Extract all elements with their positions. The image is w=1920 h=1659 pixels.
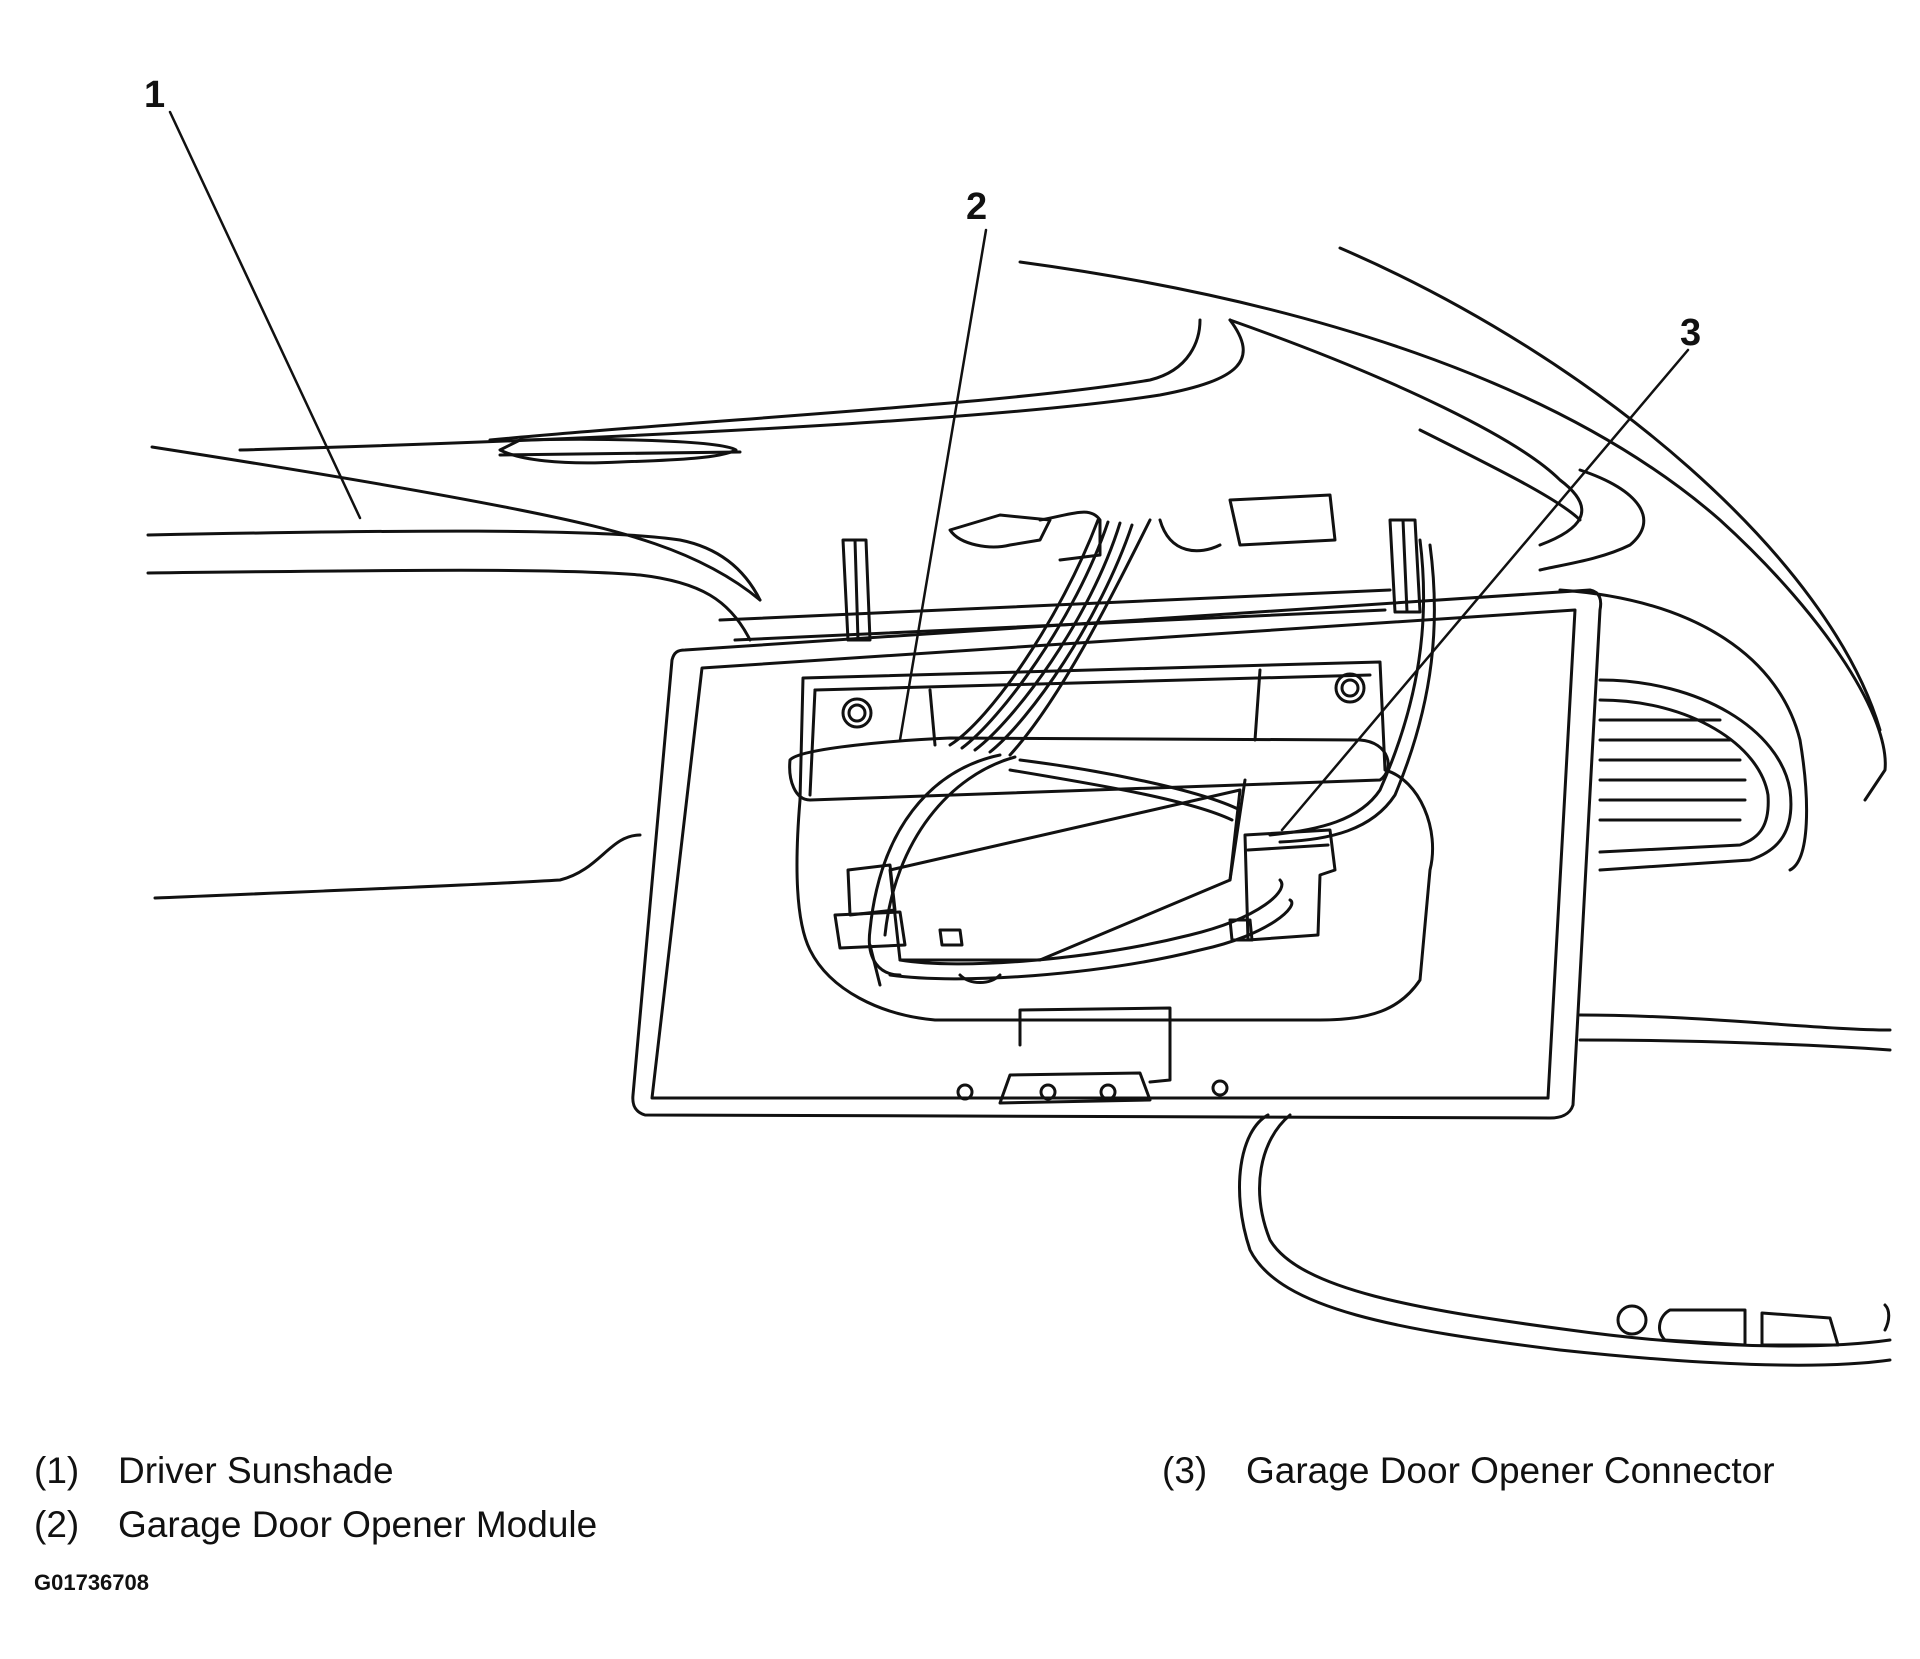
leader-line-3 — [1280, 348, 1690, 832]
legend-item-driver-sunshade: (1) Driver Sunshade — [34, 1452, 394, 1489]
rear-view-mirror — [1238, 1113, 1892, 1367]
visor-lower-details — [956, 1006, 1229, 1105]
legend-item-garage-door-opener-module: (2) Garage Door Opener Module — [34, 1506, 597, 1543]
visor-hinge-clips — [718, 493, 1422, 642]
driver-sunshade-body — [631, 588, 1603, 1120]
line-drawing — [146, 110, 1892, 1367]
headliner-outline — [238, 246, 1887, 872]
visor-support-rod — [1598, 678, 1793, 872]
legend-label: Driver Sunshade — [118, 1450, 394, 1491]
roof-trim-lines — [146, 445, 1892, 1052]
legend-number: (2) — [34, 1504, 80, 1545]
sunshade-diagram: 1 2 3 — [144, 74, 1892, 1367]
wiring-harness — [833, 518, 1436, 987]
overhead-handle — [498, 437, 742, 465]
leader-lines — [168, 110, 1690, 832]
leader-line-2 — [898, 228, 988, 742]
legend-label: Garage Door Opener Connector — [1246, 1450, 1775, 1491]
callout-number-1: 1 — [144, 74, 166, 116]
legend-number: (3) — [1162, 1450, 1208, 1491]
figure-id: G01736708 — [34, 1570, 149, 1595]
leader-line-1 — [168, 110, 362, 520]
legend-number: (1) — [34, 1450, 80, 1491]
module-pocket — [788, 660, 1435, 1022]
legend-label: Garage Door Opener Module — [118, 1504, 598, 1545]
callout-number-3: 3 — [1680, 312, 1702, 354]
legend-item-garage-door-opener-connector: (3) Garage Door Opener Connector — [1162, 1452, 1775, 1489]
callout-number-2: 2 — [966, 186, 988, 228]
